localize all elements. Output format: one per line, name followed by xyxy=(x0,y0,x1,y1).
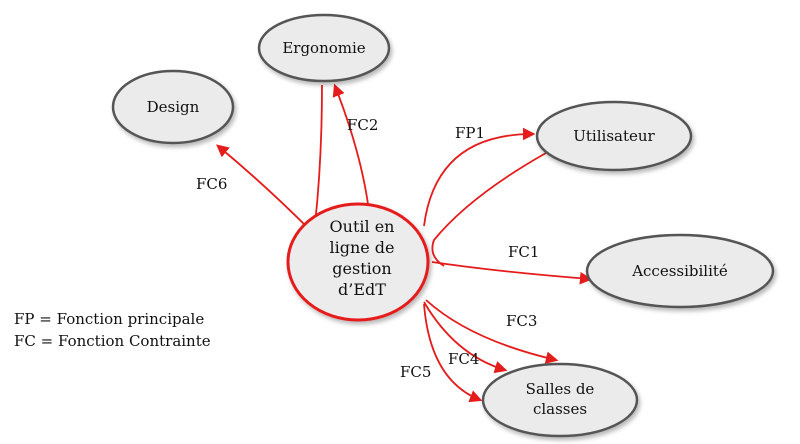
legend-fp: FP = Fonction principale xyxy=(14,310,204,328)
edge-fc5 xyxy=(423,303,483,403)
label-fc6: FC6 xyxy=(196,175,227,193)
node-center-label-4: d’EdT xyxy=(338,280,386,299)
label-fp1: FP1 xyxy=(455,124,485,142)
node-center-label-1: Outil en xyxy=(330,217,395,236)
node-utilisateur: Utilisateur xyxy=(535,100,693,172)
node-ergonomie-label: Ergonomie xyxy=(282,39,365,57)
edge-fp1-out xyxy=(423,127,536,227)
node-design: Design xyxy=(111,69,235,145)
node-accessibilite-label: Accessibilité xyxy=(631,262,728,280)
legend: FP = Fonction principale FC = Fonction C… xyxy=(14,310,211,350)
node-center-label-2: ligne de xyxy=(329,238,394,257)
node-center: Outil en ligne de gestion d’EdT xyxy=(286,202,430,322)
edge-fc1 xyxy=(431,261,593,285)
node-ergonomie: Ergonomie xyxy=(257,13,391,83)
label-fc5: FC5 xyxy=(400,363,431,381)
edge-fc3 xyxy=(425,299,559,364)
node-center-label-3: gestion xyxy=(332,259,391,278)
node-salles: Salles de classes xyxy=(481,362,639,438)
label-fc3: FC3 xyxy=(506,312,537,330)
label-fc4: FC4 xyxy=(448,350,479,368)
edge-fc4 xyxy=(423,301,508,374)
legend-fc: FC = Fonction Contrainte xyxy=(14,332,211,350)
node-salles-label-1: Salles de xyxy=(526,380,595,398)
node-utilisateur-label: Utilisateur xyxy=(573,127,655,145)
edge-labels: FC2 FC6 FP1 FC1 FC3 FC4 FC5 xyxy=(196,116,539,381)
edge-fc6 xyxy=(216,144,309,229)
node-accessibilite: Accessibilité xyxy=(585,233,775,309)
edge-fc2-in xyxy=(332,83,369,205)
node-salles-label-2: classes xyxy=(533,400,587,418)
connectors xyxy=(216,83,593,403)
edge-fc2-out xyxy=(314,84,323,225)
edge-fp1-return xyxy=(431,152,547,267)
label-fc1: FC1 xyxy=(508,243,539,261)
label-fc2: FC2 xyxy=(347,116,378,134)
node-design-label: Design xyxy=(147,98,200,116)
